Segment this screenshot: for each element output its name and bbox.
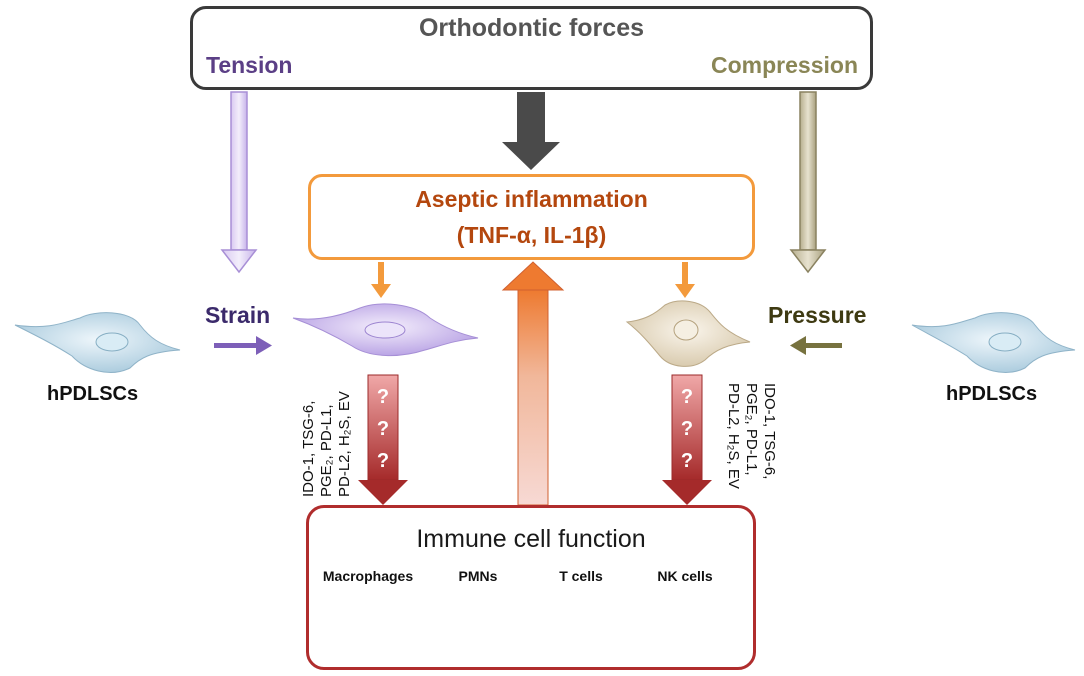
hpdlsc-left-label: hPDLSCs — [47, 383, 139, 405]
left-molecule-line: IDO-1, TSG-6, — [300, 400, 317, 497]
pressure-arrow — [790, 336, 842, 355]
compressed-cell-icon — [625, 300, 751, 367]
aseptic-inflammation-box — [308, 174, 755, 260]
right-question-mark: ? — [680, 386, 694, 408]
compression-arrow — [789, 91, 827, 274]
strain-label: Strain — [205, 302, 271, 328]
aseptic-inflammation-title: Aseptic inflammation — [415, 186, 648, 212]
orthodontic-forces-title: Orthodontic forces — [418, 14, 644, 42]
pressure-label: Pressure — [768, 302, 867, 328]
hpdlsc-right-label: hPDLSCs — [946, 383, 1038, 405]
right-molecule-line: IDO-1, TSG-6, — [761, 383, 778, 480]
strain-arrow — [214, 336, 272, 355]
inflammation-to-strain-cell-arrow — [371, 262, 391, 298]
forces-to-inflammation-arrow — [502, 92, 560, 170]
pmns-label: PMNs — [458, 568, 498, 584]
tension-label: Tension — [206, 52, 293, 78]
left-question-mark: ? — [376, 418, 390, 440]
right-secretion-arrow — [662, 374, 712, 505]
orthodontic-forces-box — [190, 6, 873, 90]
right-molecule-list: IDO-1, TSG-6, PGE₂, PD-L1, PD-L2, H₂S, E… — [724, 383, 778, 489]
macrophages-label: Macrophages — [322, 568, 414, 584]
immune-cell-function-box — [306, 505, 756, 670]
left-secretion-arrow — [358, 374, 408, 505]
immune-to-inflammation-arrow — [501, 261, 565, 506]
left-question-mark: ? — [376, 450, 390, 472]
tension-arrow — [220, 91, 258, 274]
right-question-mark: ? — [680, 418, 694, 440]
left-molecule-list: IDO-1, TSG-6, PGE₂, PD-L1, PD-L2, H₂S, E… — [300, 391, 354, 497]
left-question-mark: ? — [376, 386, 390, 408]
left-molecule-line: PGE₂, PD-L1, — [318, 404, 335, 497]
hpdlsc-left-cell-icon — [14, 312, 181, 373]
inflammation-to-pressure-cell-arrow — [675, 262, 695, 298]
hpdlsc-right-cell-icon — [911, 312, 1076, 373]
right-molecule-line: PGE₂, PD-L1, — [743, 383, 760, 476]
strained-cell-icon — [292, 303, 479, 357]
t-cells-label: T cells — [559, 568, 603, 584]
inflammation-cytokines: (TNF-α, IL-1β) — [456, 222, 607, 248]
compression-label: Compression — [711, 52, 858, 78]
nk-cells-label: NK cells — [657, 568, 713, 584]
immune-cell-function-title: Immune cell function — [416, 525, 646, 553]
right-molecule-line: PD-L2, H₂S, EV — [725, 383, 742, 489]
right-question-mark: ? — [680, 450, 694, 472]
left-molecule-line: PD-L2, H₂S, EV — [336, 391, 353, 497]
